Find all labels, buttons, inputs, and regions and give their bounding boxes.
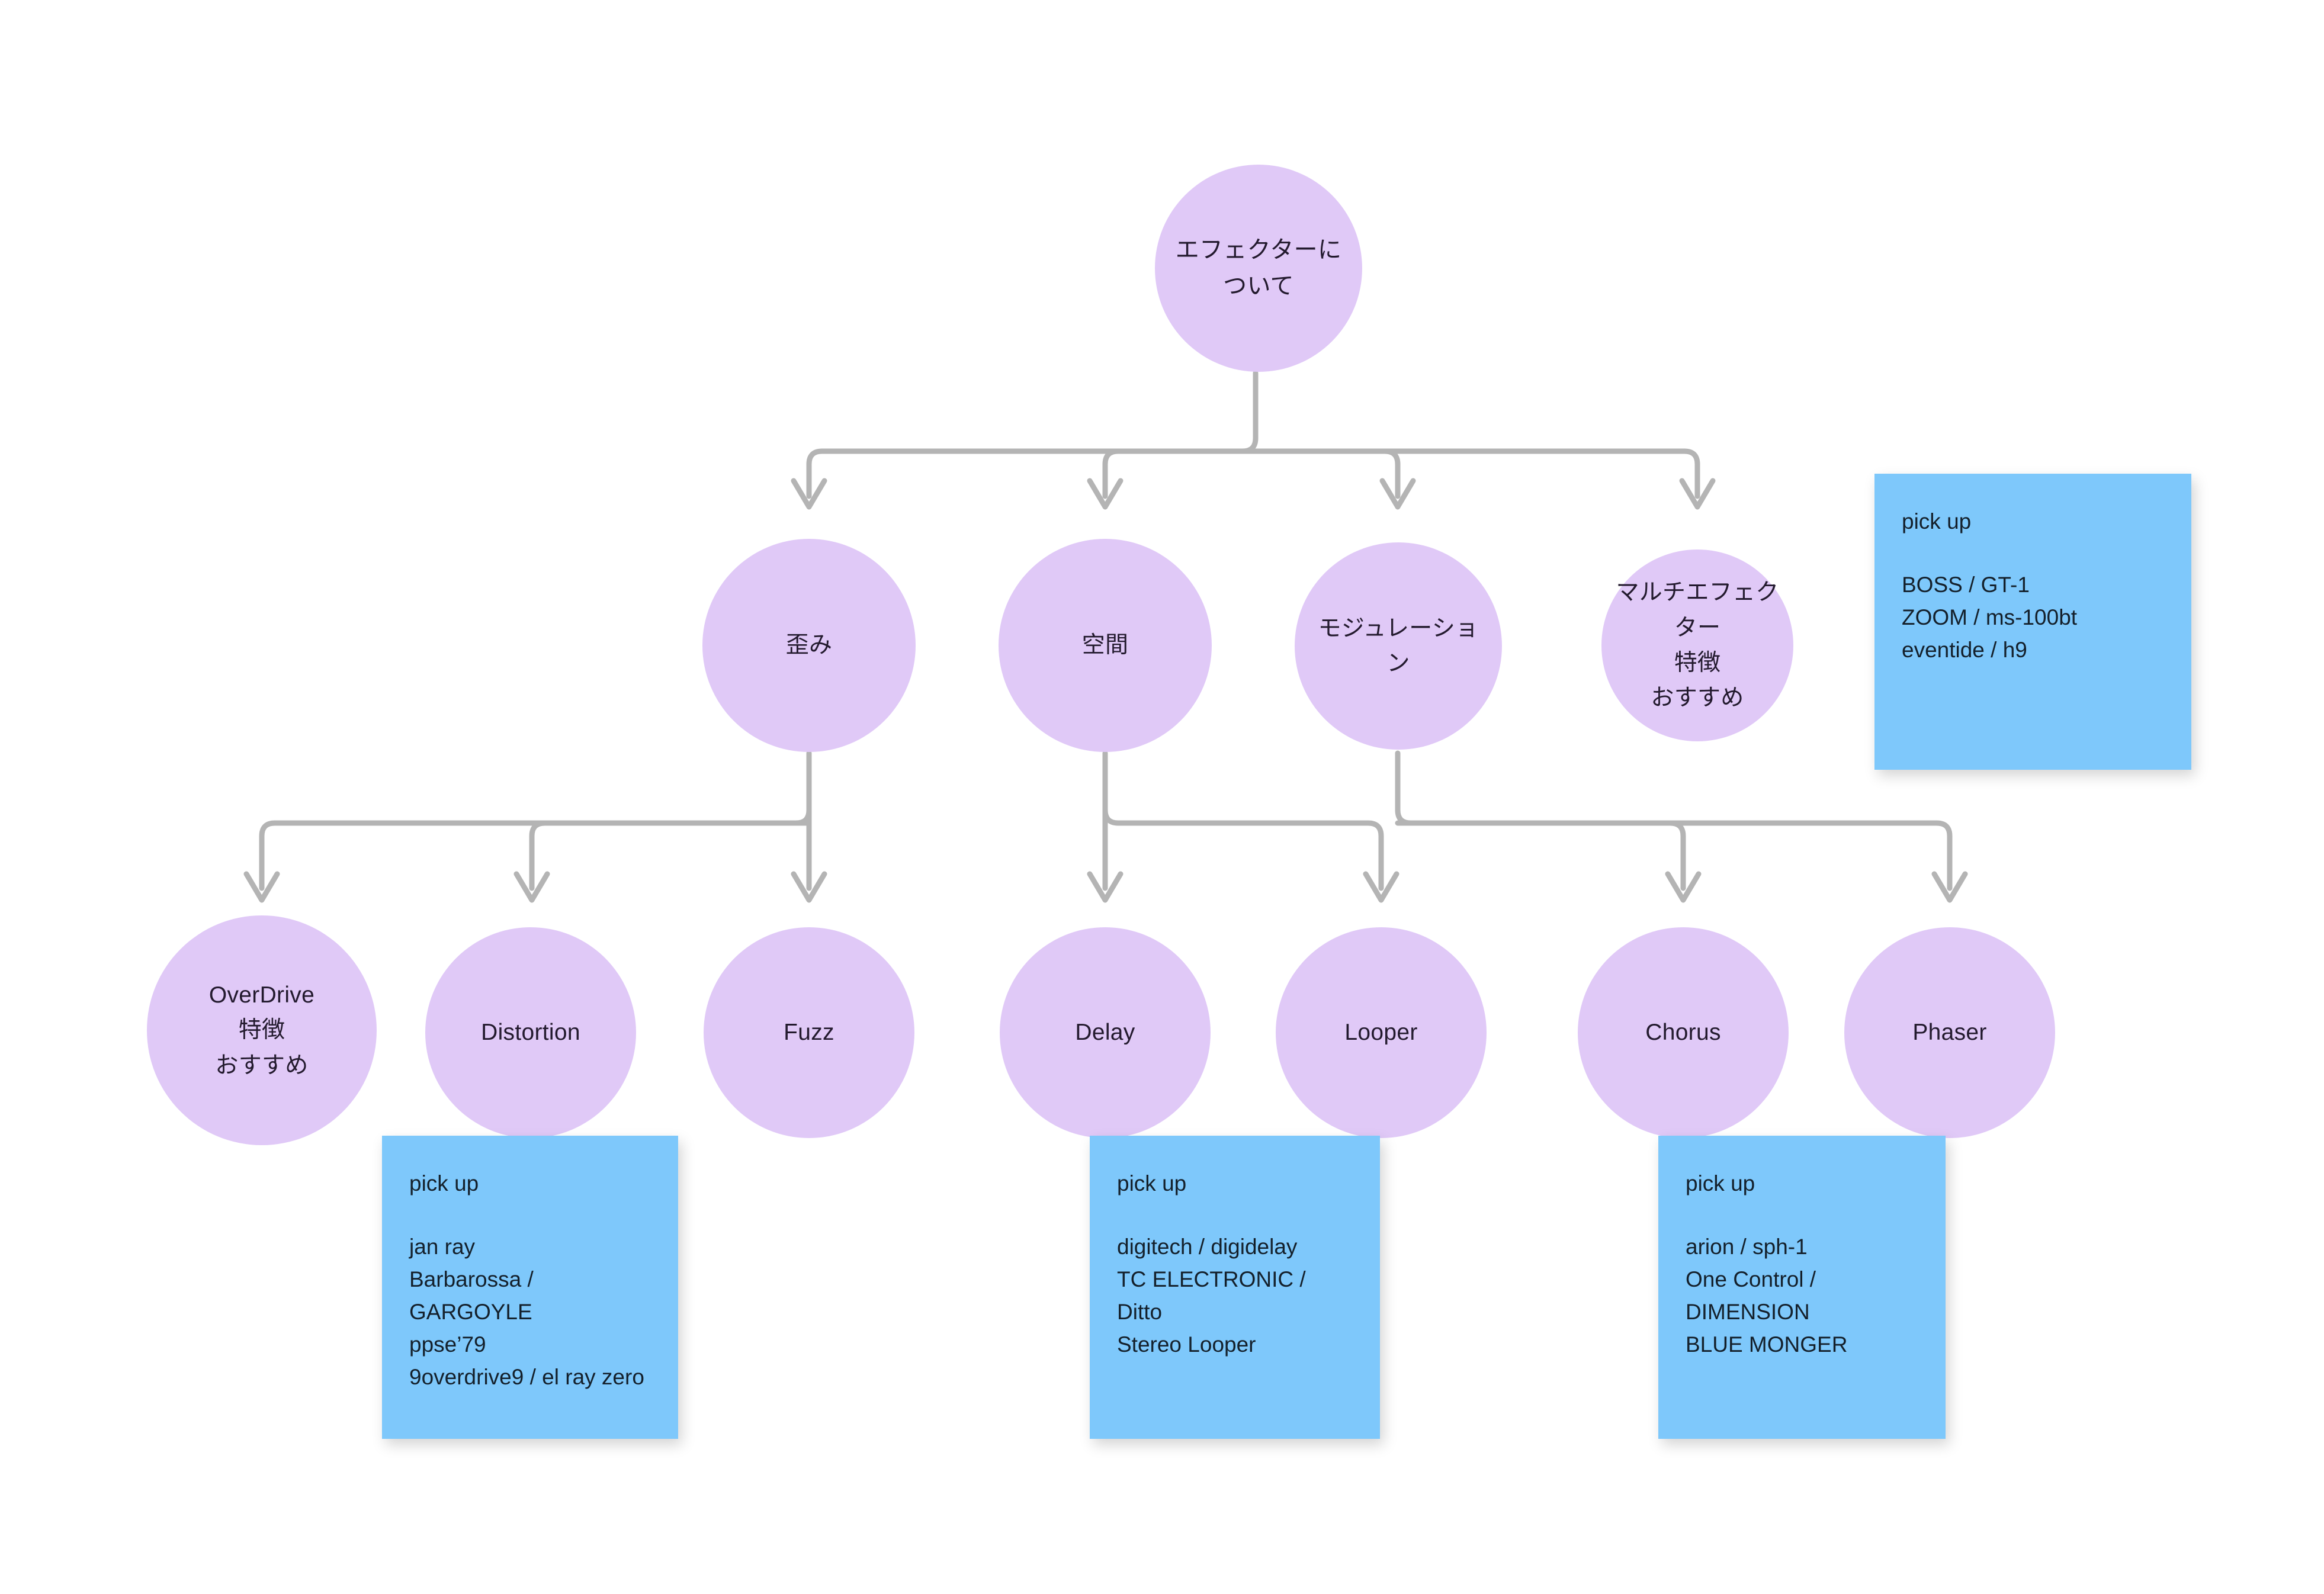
- node-distortion-label: Distortion: [481, 1020, 580, 1046]
- node-root[interactable]: エフェクターに ついて: [1155, 165, 1362, 372]
- note-multi-effector-title: pick up: [1902, 509, 1972, 534]
- node-modulation-group[interactable]: モジュレーショ ン: [1295, 542, 1502, 750]
- note-space-body: digitech / digidelay TC ELECTRONIC / Dit…: [1117, 1234, 1306, 1357]
- note-modulation[interactable]: pick up arion / sph-1 One Control / DIME…: [1658, 1136, 1946, 1439]
- node-multi-effector[interactable]: マルチエフェク ター 特徴 おすすめ: [1601, 549, 1793, 741]
- edge-root-to-space: [1102, 448, 1259, 499]
- edge-root-to-multi: [1253, 448, 1700, 499]
- node-delay-label: Delay: [1075, 1020, 1135, 1046]
- node-looper[interactable]: Looper: [1276, 927, 1487, 1138]
- note-drive-body: jan ray Barbarossa / GARGOYLE ppse’79 9o…: [409, 1234, 644, 1390]
- node-distortion-group[interactable]: 歪み: [702, 539, 916, 752]
- node-fuzz-label: Fuzz: [784, 1020, 834, 1046]
- node-phaser-label: Phaser: [1912, 1020, 1987, 1046]
- edge-root-to-modulation: [1253, 448, 1401, 499]
- arrowhead-chorus: [1665, 871, 1702, 903]
- node-space-group[interactable]: 空間: [999, 539, 1212, 752]
- note-drive[interactable]: pick up jan ray Barbarossa / GARGOYLE pp…: [382, 1136, 678, 1439]
- node-modulation-group-label: モジュレーショ ン: [1318, 615, 1479, 676]
- edge-distortion-to-distortion: [529, 820, 812, 891]
- node-overdrive-label: OverDrive 特徴 おすすめ: [208, 982, 315, 1078]
- arrowhead-distortion: [513, 871, 550, 903]
- node-looper-label: Looper: [1344, 1020, 1418, 1046]
- node-overdrive[interactable]: OverDrive 特徴 おすすめ: [147, 915, 377, 1145]
- node-chorus-label: Chorus: [1645, 1020, 1721, 1046]
- arrowhead-fuzz: [791, 871, 827, 903]
- note-space[interactable]: pick up digitech / digidelay TC ELECTRON…: [1090, 1136, 1380, 1439]
- node-phaser[interactable]: Phaser: [1844, 927, 2055, 1138]
- note-modulation-title: pick up: [1686, 1171, 1755, 1196]
- node-root-label: エフェクターに ついて: [1175, 237, 1342, 299]
- node-delay[interactable]: Delay: [1000, 927, 1211, 1138]
- arrowhead-looper: [1363, 871, 1399, 903]
- node-fuzz[interactable]: Fuzz: [704, 927, 914, 1138]
- node-distortion[interactable]: Distortion: [425, 927, 636, 1138]
- note-drive-title: pick up: [409, 1171, 479, 1196]
- edge-space-to-looper: [1102, 807, 1384, 891]
- arrowhead-overdrive: [243, 871, 280, 903]
- node-multi-effector-label: マルチエフェク ター 特徴 おすすめ: [1616, 580, 1779, 711]
- edge-root-bus: [806, 370, 1259, 499]
- note-modulation-body: arion / sph-1 One Control / DIMENSION BL…: [1686, 1234, 1848, 1357]
- node-space-group-label: 空間: [1081, 632, 1129, 658]
- arrowhead-delay: [1087, 871, 1124, 903]
- note-multi-effector-body: BOSS / GT-1 ZOOM / ms-100bt eventide / h…: [1902, 572, 2078, 662]
- arrowhead-space-group: [1087, 478, 1124, 510]
- arrowhead-phaser: [1931, 871, 1968, 903]
- note-space-title: pick up: [1117, 1171, 1187, 1196]
- arrowhead-modulation-group: [1379, 478, 1416, 510]
- node-distortion-group-label: 歪み: [785, 632, 833, 658]
- note-multi-effector[interactable]: pick up BOSS / GT-1 ZOOM / ms-100bt even…: [1874, 474, 2191, 770]
- arrowhead-multi-effector: [1679, 478, 1716, 510]
- arrowhead-distortion-group: [791, 478, 827, 510]
- node-chorus[interactable]: Chorus: [1578, 927, 1789, 1138]
- edge-modulation-to-phaser: [1395, 820, 1953, 891]
